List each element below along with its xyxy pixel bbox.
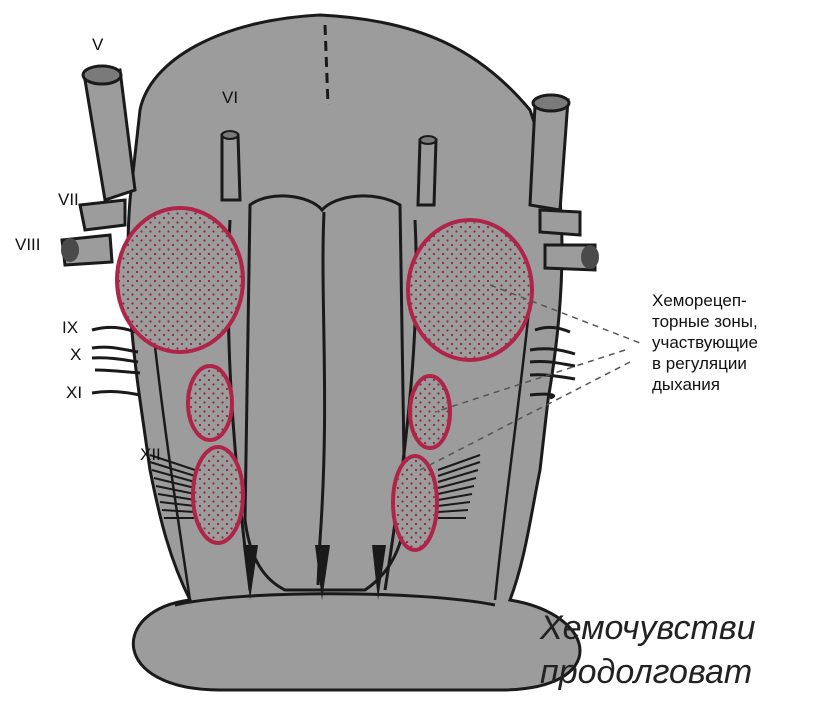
nerve-vii-right [540, 210, 580, 235]
callout-line: в регуляции [652, 353, 819, 374]
label-nerve-xii: XII [140, 445, 161, 464]
label-nerve-x: X [70, 345, 81, 364]
nerve-v-left [83, 66, 135, 200]
callout-line: участвующие [652, 332, 819, 353]
label-nerve-vii: VII [58, 190, 79, 209]
label-nerve-vi: VI [222, 88, 238, 107]
nerve-vii-left [80, 200, 125, 230]
slide-caption: Хемочувстви продолговат [540, 606, 819, 694]
label-nerve-viii: VIII [15, 235, 41, 254]
nerve-viii-left-end [61, 238, 79, 262]
callout-line: Хеморецеп- [652, 290, 819, 311]
chemoreceptor-zones-label: Хеморецеп- торные зоны, участвующие в ре… [652, 290, 819, 395]
nerve-viii-right-end [581, 245, 599, 269]
label-nerve-ix: IX [62, 318, 78, 337]
label-nerve-xi: XI [66, 383, 82, 402]
callout-line: дыхания [652, 374, 819, 395]
label-nerve-v: V [92, 35, 104, 54]
caption-line: Хемочувстви [540, 606, 819, 650]
nerve-vi-right [418, 136, 436, 205]
caption-line: продолговат [540, 650, 819, 694]
nerve-vi-left [222, 131, 240, 200]
nerve-v-right [530, 95, 569, 210]
callout-line: торные зоны, [652, 311, 819, 332]
